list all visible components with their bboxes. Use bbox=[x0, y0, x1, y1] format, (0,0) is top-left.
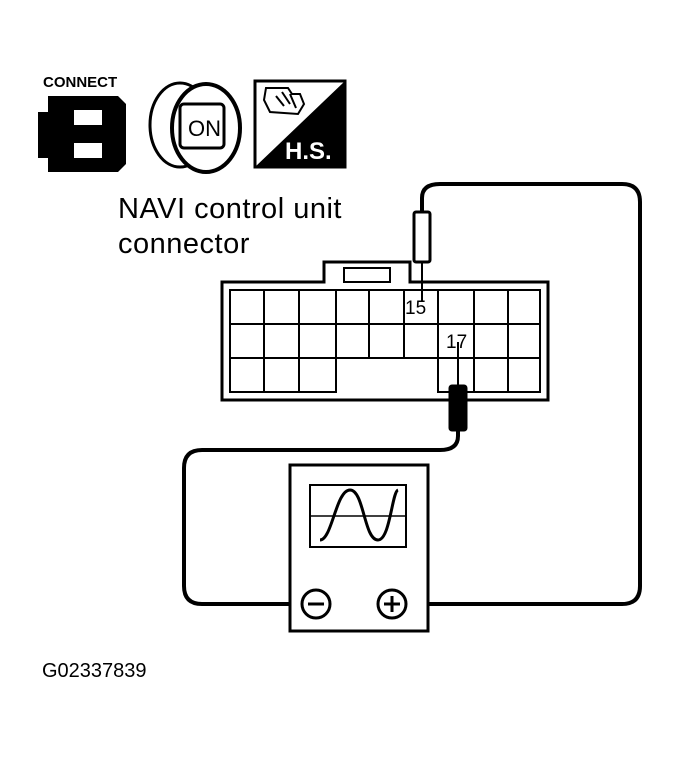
negative-probe bbox=[448, 342, 468, 436]
connector-title-line2: connector bbox=[118, 228, 250, 260]
ignition-label: ON bbox=[188, 116, 221, 141]
pin-15-label: 15 bbox=[405, 298, 426, 319]
minus-terminal-icon bbox=[300, 588, 332, 620]
sine-wave-icon bbox=[319, 488, 400, 542]
navi-connector: 15 17 bbox=[220, 260, 550, 402]
positive-lead-wire bbox=[392, 182, 642, 606]
plus-terminal-icon bbox=[376, 588, 408, 620]
oscilloscope bbox=[288, 463, 430, 633]
pin-17-label: 17 bbox=[446, 332, 467, 353]
ignition-key-icon: ON bbox=[148, 81, 242, 174]
harness-connector-icon: H.S. bbox=[253, 79, 347, 169]
connect-label: CONNECT bbox=[43, 74, 117, 91]
connect-icon: CONNECT bbox=[38, 74, 126, 172]
negative-lead-wire bbox=[182, 435, 460, 606]
positive-probe bbox=[412, 198, 432, 302]
harness-label: H.S. bbox=[285, 138, 332, 165]
connector-title-line1: NAVI control unit bbox=[118, 193, 342, 225]
figure-code: G02337839 bbox=[42, 660, 147, 682]
